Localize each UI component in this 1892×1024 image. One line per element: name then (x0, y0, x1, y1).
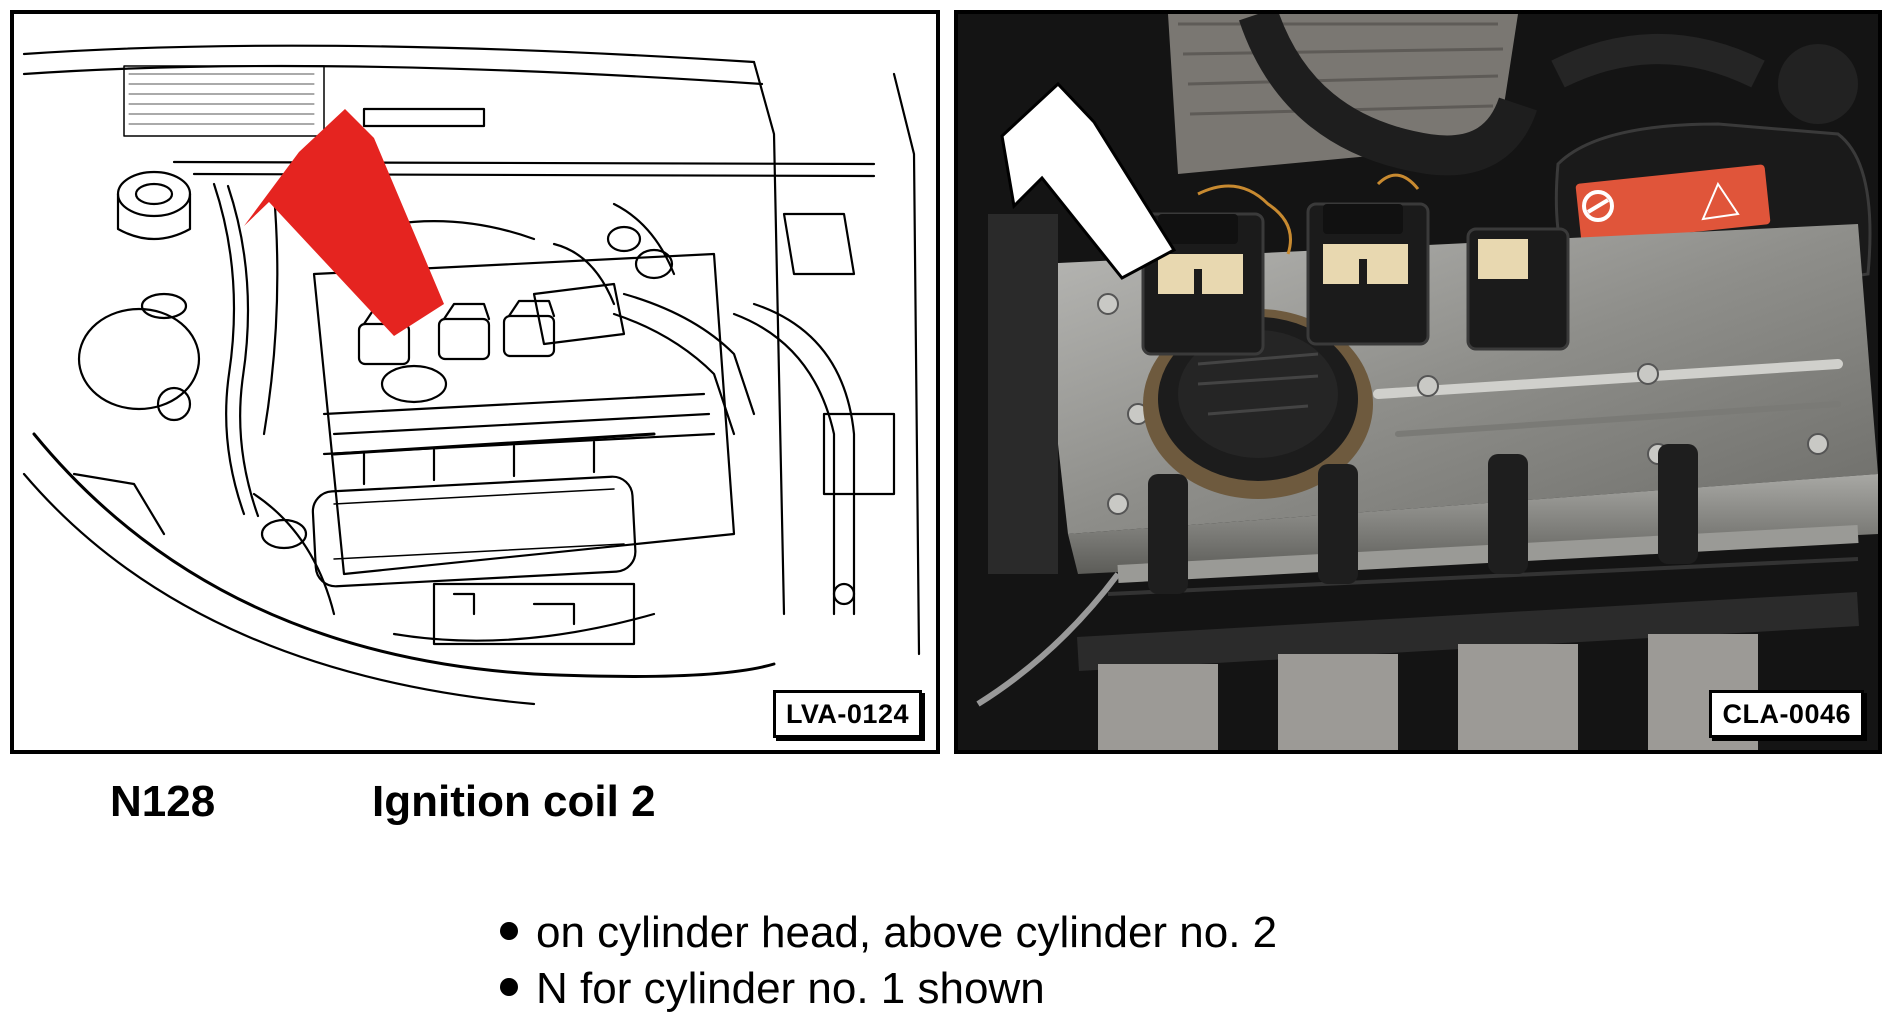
engine-line-drawing: LVA-0124 (10, 10, 940, 754)
engine-photo-svg (958, 14, 1878, 750)
note-item: on cylinder head, above cylinder no. 2 (500, 905, 1277, 961)
pointer-arrow-red (244, 109, 444, 336)
image-reference-label-left: LVA-0124 (772, 690, 922, 738)
image-reference-label-right: CLA-0046 (1709, 690, 1864, 738)
note-item: N for cylinder no. 1 shown (500, 961, 1277, 1017)
bullet-icon (500, 922, 518, 941)
engine-drawing-svg (22, 44, 921, 706)
note-text: N for cylinder no. 1 shown (536, 964, 1045, 1013)
notes-list: on cylinder head, above cylinder no. 2 N… (500, 905, 1277, 1017)
engine-photo: CLA-0046 (954, 10, 1882, 754)
component-code: N128 (110, 777, 216, 826)
note-text: on cylinder head, above cylinder no. 2 (536, 908, 1278, 957)
bullet-icon (500, 978, 518, 997)
component-name: Ignition coil 2 (372, 777, 656, 826)
pointer-arrow-white (1000, 81, 1177, 280)
